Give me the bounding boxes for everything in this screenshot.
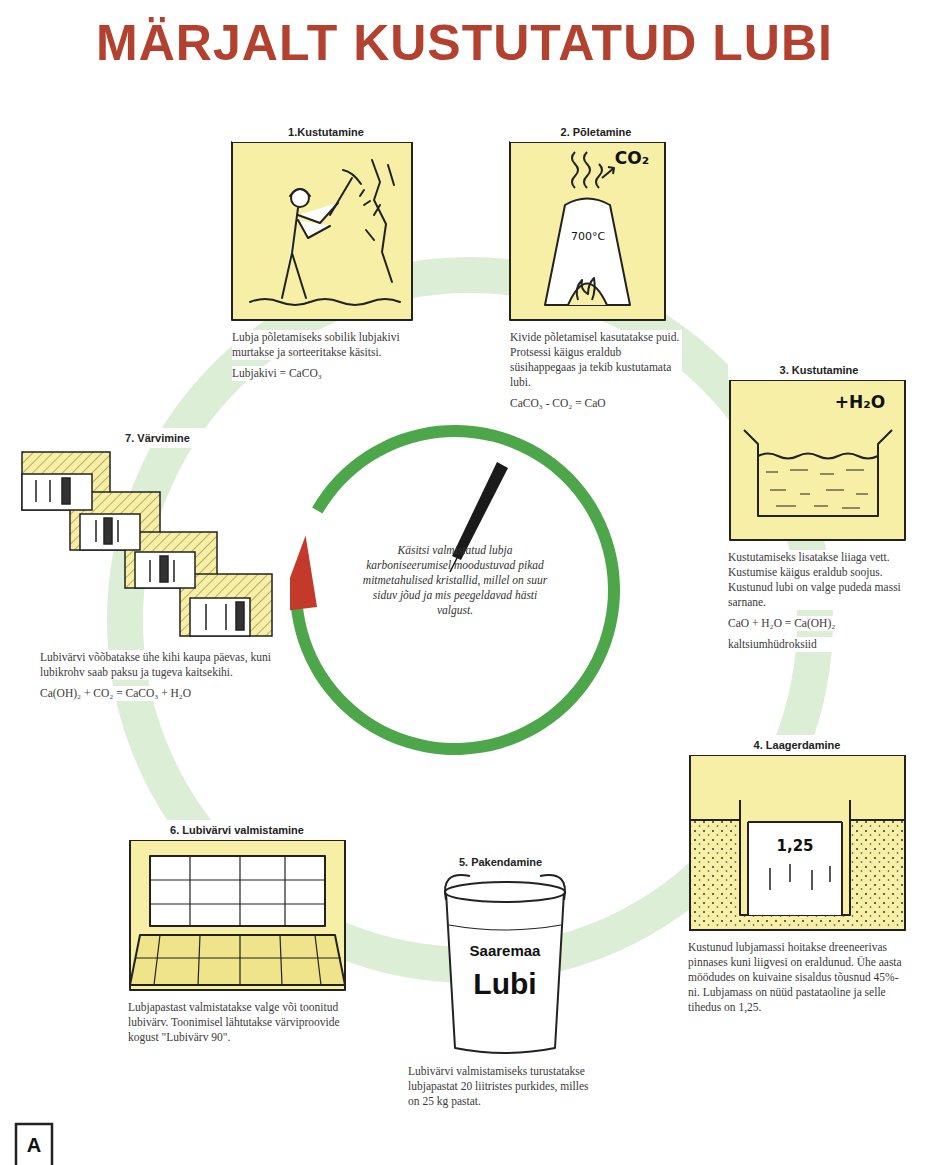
step-heading: 1.Kustutamine — [232, 122, 420, 142]
step-heading: 6. Lubivärvi valmistamine — [128, 820, 346, 840]
kiln-illustration — [510, 142, 665, 320]
step-panel: 6. Lubivärvi valmistamineLubjapastast va… — [128, 820, 346, 1045]
chemical-formula: CaCO₃ - CO₂ = CaO — [510, 396, 682, 411]
step-description: Lubja põletamiseks sobilik lubjakivi mur… — [232, 330, 420, 360]
step-heading: 4. Laagerdamine — [688, 735, 906, 755]
paint-case-illustration — [130, 832, 345, 990]
step-panel: 4. LaagerdamineKustunud lubjamassi hoita… — [688, 735, 906, 1015]
step-panel: 7. VärvimineLubivärvi võõbatakse ühe kih… — [20, 428, 295, 701]
step-heading: 7. Värvimine — [20, 428, 295, 448]
chemical-formula: Lubjakivi = CaCO₃ — [232, 366, 420, 381]
temperature-label: 700°C — [571, 230, 605, 243]
step-heading: 5. Pakendamine — [408, 852, 593, 872]
cycle-arrow-ring — [291, 425, 620, 755]
bucket-illustration — [445, 875, 565, 1053]
step-description: Kustunud lubjamassi hoitakse dreeneeriva… — [688, 940, 906, 1015]
slaking-basin-illustration — [730, 380, 905, 540]
step-description: Kivide põletamisel kasutatakse puid. Pro… — [510, 330, 682, 390]
product-label: Lubi — [473, 967, 536, 1001]
storage-pit-illustration — [690, 755, 905, 930]
density-label: 1,25 — [776, 837, 813, 855]
brand-label: Saaremaa — [470, 942, 541, 959]
step-description: Lubjapastast valmistatakse valge või too… — [128, 1000, 346, 1045]
step-heading: 3. Kustutamine — [728, 360, 910, 380]
step-description: Lubivärvi valmistamiseks turustatakse lu… — [408, 1064, 593, 1109]
quarry-illustration — [232, 142, 412, 320]
chemical-formula: kaltsiumhüdroksiid — [728, 637, 910, 652]
chemical-formula: Ca(OH)₂ + CO₂ = CaCO₃ + H₂O — [40, 686, 275, 701]
logo-letter: A — [27, 1134, 41, 1157]
chemical-formula: CaO + H₂O = Ca(OH)₂ — [728, 616, 910, 631]
step-panel: 2. PõletamineKivide põletamisel kasutata… — [510, 122, 682, 411]
title: MÄRJALT KUSTUTATUD LUBI — [0, 14, 929, 72]
gas-label: CO₂ — [615, 148, 649, 168]
step-description: Lubivärvi võõbatakse ühe kihi kaupa päev… — [40, 650, 275, 680]
title-text: MÄRJALT KUSTUTATUD LUBI — [96, 15, 833, 71]
logo-frame — [16, 1124, 52, 1165]
step-description: Kustutamiseks lisatakse liiaga vett. Kus… — [728, 550, 910, 610]
cycle-arrowhead — [290, 536, 317, 612]
step-heading: 2. Põletamine — [510, 122, 682, 142]
facade-illustration — [22, 452, 272, 636]
water-label: +H₂O — [835, 392, 885, 412]
step-panel: 1.KustutamineLubja põletamiseks sobilik … — [232, 122, 420, 381]
center-circle: Käsitsi valmistatud lubja karboniseerumi… — [290, 425, 620, 755]
center-note: Käsitsi valmistatud lubja karboniseerumi… — [356, 543, 554, 618]
